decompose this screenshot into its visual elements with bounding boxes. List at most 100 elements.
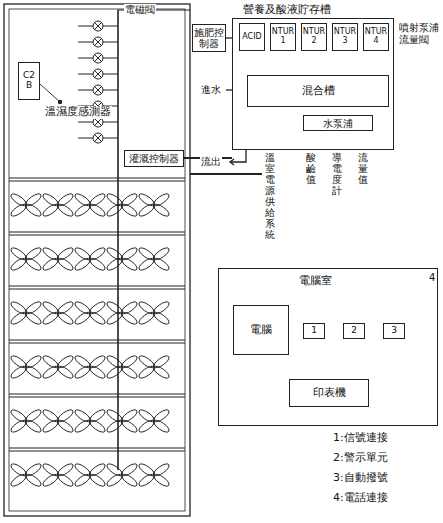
plant-stem [122, 417, 123, 425]
node-label: 2 [311, 37, 316, 46]
plant-leaf [9, 256, 28, 272]
plant-leaf [105, 364, 124, 380]
plant-stem [58, 255, 59, 263]
node-label: NTUR [303, 28, 325, 37]
plant-leaf [41, 256, 60, 272]
plant-leaf [120, 202, 139, 218]
part-label: 流出 [200, 156, 222, 168]
plant-stem [154, 471, 155, 479]
legend-text: 1:信號連接 [332, 432, 389, 445]
device-box: NTUR4 [363, 23, 389, 51]
plant-leaf [56, 310, 75, 326]
device-box: 1 [303, 323, 325, 339]
plant-leaf [152, 246, 171, 262]
valve-cross [95, 55, 102, 62]
plant-leaf [88, 408, 107, 424]
plant-leaf [120, 310, 139, 326]
plant-leaf [73, 462, 92, 478]
solenoid-valve [93, 37, 103, 47]
solenoid-valve [93, 69, 103, 79]
plant-leaf [56, 408, 75, 424]
plant-stem [154, 363, 155, 371]
plant-leaf [105, 256, 124, 272]
node-label: NTUR [272, 28, 294, 37]
valve-cross [95, 71, 102, 78]
plant-leaf [120, 300, 139, 316]
plant-leaf [105, 418, 124, 434]
plant-leaf [88, 462, 107, 478]
plant-leaf [56, 364, 75, 380]
plant-leaf [24, 310, 43, 326]
plant-leaf [9, 354, 28, 370]
plant-leaf [88, 256, 107, 272]
node-label: 4 [373, 37, 378, 46]
plant-leaf [120, 408, 139, 424]
plant-leaf [88, 310, 107, 326]
device-box: ACID [239, 23, 265, 51]
plant-leaf [120, 462, 139, 478]
legend-text: 3:自動撥號 [332, 472, 389, 485]
plant-leaf [152, 256, 171, 272]
node-label: 2 [351, 326, 357, 336]
solenoid-valve [93, 53, 103, 63]
plant-leaf [152, 418, 171, 434]
node-label: 混合槽 [302, 85, 335, 97]
plant-leaf [137, 310, 156, 326]
device-box: 2 [343, 323, 365, 339]
plant-leaf [24, 408, 43, 424]
plant-leaf [56, 354, 75, 370]
plant-leaf [41, 310, 60, 326]
plant-leaf [137, 256, 156, 272]
plant-stem [90, 201, 91, 209]
plant-leaf [152, 300, 171, 316]
plant-leaf [88, 246, 107, 262]
plant-stem [154, 201, 155, 209]
part-label: 流量值 [357, 152, 369, 185]
plant-stem [90, 363, 91, 371]
plant-leaf [41, 246, 60, 262]
part-label: 電磁閥 [124, 4, 156, 16]
row-band [9, 394, 185, 395]
device-box: NTUR3 [332, 23, 358, 51]
plant-leaf [88, 300, 107, 316]
plant-leaf [56, 256, 75, 272]
supply-line [190, 173, 262, 175]
plant-leaf [24, 472, 43, 488]
plant-stem [122, 363, 123, 371]
plant-stem [58, 201, 59, 209]
valve-cross [95, 135, 102, 142]
plant-leaf [56, 192, 75, 208]
water-pipe [117, 10, 119, 470]
plant-leaf [73, 202, 92, 218]
plant-stem [58, 417, 59, 425]
plant-leaf [73, 192, 92, 208]
plant-stem [154, 255, 155, 263]
plant-stem [154, 417, 155, 425]
plant-leaf [120, 364, 139, 380]
leader-dot [58, 100, 61, 103]
plant-leaf [41, 472, 60, 488]
row-band [9, 397, 185, 398]
plant-leaf [105, 246, 124, 262]
plant-leaf [152, 310, 171, 326]
region-box: 電腦室電腦123印表機 [218, 268, 438, 426]
plant-leaf [137, 408, 156, 424]
plant-leaf [56, 300, 75, 316]
valve-cross [95, 87, 102, 94]
greenhouse-outline [4, 4, 190, 516]
plant-leaf [152, 472, 171, 488]
device-box: NTUR1 [270, 23, 296, 51]
plant-leaf [9, 364, 28, 380]
plant-stem [90, 309, 91, 317]
plant-leaf [73, 256, 92, 272]
plant-leaf [56, 246, 75, 262]
plant-leaf [73, 364, 92, 380]
plant-leaf [9, 462, 28, 478]
plant-leaf [9, 310, 28, 326]
plant-leaf [137, 192, 156, 208]
valve-cross [95, 39, 102, 46]
plant-leaf [24, 364, 43, 380]
node-label: 1 [311, 326, 317, 336]
plant-leaf [152, 408, 171, 424]
plant-leaf [137, 472, 156, 488]
